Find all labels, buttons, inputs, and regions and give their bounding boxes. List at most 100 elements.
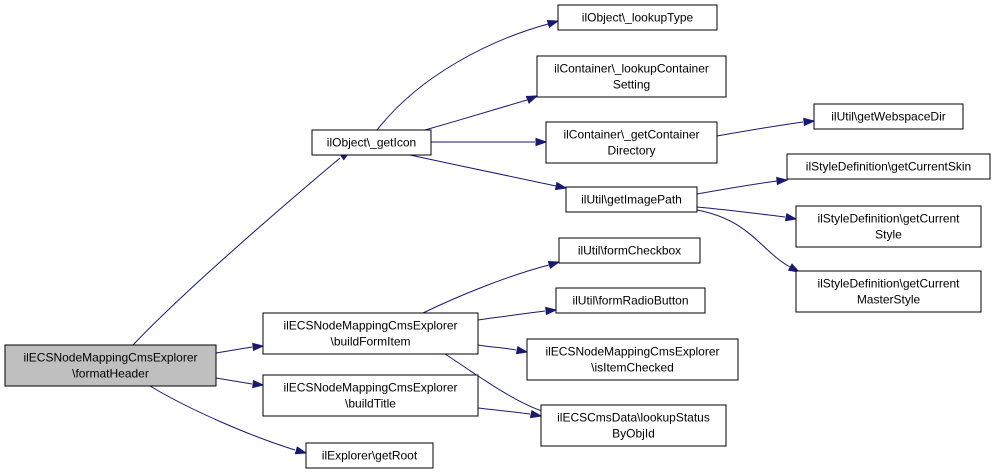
- node-label-line: ilUtil\formCheckbox: [578, 244, 681, 258]
- node-label-line: Style: [875, 228, 902, 242]
- node-box[interactable]: [565, 186, 698, 213]
- node-lookup-type[interactable]: ilObject\_lookupType: [557, 4, 718, 31]
- node-box[interactable]: [262, 312, 479, 355]
- node-label-line: ilECSNodeMappingCmsExplorer: [23, 351, 197, 365]
- node-label-line: ilUtil\getImagePath: [581, 193, 682, 207]
- node-label-line: ilStyleDefinition\getCurrent: [817, 277, 960, 291]
- edge-getImagePath-to-getCurrentStyle: [696, 206, 798, 222]
- node-box[interactable]: [557, 4, 718, 31]
- edge-getContainerDirectory-to-getWebspaceDir: [716, 117, 816, 137]
- edge-buildFormItem-to-formRadioButton: [477, 306, 558, 321]
- node-box[interactable]: [262, 374, 479, 417]
- node-label-line: Setting: [613, 78, 650, 92]
- node-box[interactable]: [795, 205, 982, 248]
- node-box[interactable]: [526, 338, 739, 381]
- edge-arrowhead: [525, 95, 539, 104]
- node-label-line: Directory: [607, 144, 655, 158]
- edge-line: [132, 157, 341, 346]
- node-box[interactable]: [4, 344, 217, 387]
- edge-getIcon-to-getImagePath: [409, 154, 568, 191]
- edge-line: [409, 154, 557, 187]
- node-is-item-checked[interactable]: ilECSNodeMappingCmsExplorer \isItemChecke…: [526, 338, 739, 381]
- edge-line: [477, 344, 517, 351]
- node-box[interactable]: [558, 237, 701, 264]
- node-label-line: ilStyleDefinition\getCurrentSkin: [806, 160, 971, 174]
- edge-arrowhead: [803, 117, 816, 127]
- node-root[interactable]: ilECSNodeMappingCmsExplorer \formatHeader: [4, 344, 217, 387]
- node-box[interactable]: [311, 129, 432, 156]
- node-box[interactable]: [305, 442, 434, 469]
- edge-line: [215, 377, 253, 385]
- node-build-title[interactable]: ilECSNodeMappingCmsExplorer \buildTitle: [262, 374, 479, 417]
- node-label-line: ilContainer\_lookupContainer: [554, 62, 709, 76]
- node-box[interactable]: [536, 55, 727, 98]
- node-form-checkbox[interactable]: ilUtil\formCheckbox: [558, 237, 701, 264]
- node-build-form-item[interactable]: ilECSNodeMappingCmsExplorer \buildFormIte…: [262, 312, 479, 355]
- edge-arrowhead: [535, 137, 548, 147]
- edge-line: [444, 353, 543, 412]
- node-box[interactable]: [795, 270, 982, 313]
- edge-arrowhead: [776, 176, 789, 186]
- edge-arrowhead: [252, 342, 265, 352]
- call-graph-edges: [132, 19, 816, 455]
- node-label-line: ilECSNodeMappingCmsExplorer: [283, 319, 457, 333]
- node-get-root[interactable]: ilExplorer\getRoot: [305, 442, 434, 469]
- node-label-line: \formatHeader: [72, 367, 149, 381]
- node-get-webspace-dir[interactable]: ilUtil\getWebspaceDir: [813, 103, 964, 130]
- edge-arrowhead: [294, 446, 308, 455]
- node-label-line: ilECSNodeMappingCmsExplorer: [545, 345, 719, 359]
- edge-buildFormItem-to-isItemChecked: [477, 344, 529, 355]
- edge-line: [696, 209, 791, 268]
- edge-getIcon-to-getContainerDirectory: [431, 137, 548, 147]
- node-box[interactable]: [545, 121, 718, 164]
- edge-root-to-buildFormItem: [215, 342, 265, 354]
- edge-arrowhead: [545, 306, 558, 316]
- node-label-line: ilECSNodeMappingCmsExplorer: [283, 381, 457, 395]
- edge-line: [477, 310, 546, 321]
- call-graph-nodes: ilECSNodeMappingCmsExplorer \formatHeader…: [4, 4, 991, 469]
- edge-line: [422, 264, 550, 314]
- edge-root-to-getRoot: [149, 385, 308, 455]
- edge-line: [696, 180, 778, 195]
- node-label-line: ilStyleDefinition\getCurrent: [817, 212, 960, 226]
- edge-getImagePath-to-getCurrentSkin: [696, 176, 789, 195]
- edge-line: [477, 407, 531, 415]
- node-label-line: MasterStyle: [857, 293, 921, 307]
- node-label-line: ilUtil\getWebspaceDir: [831, 110, 946, 124]
- edge-arrowhead: [546, 19, 560, 29]
- edge-line: [696, 206, 786, 218]
- node-get-icon[interactable]: ilObject\_getIcon: [311, 129, 432, 156]
- node-get-image-path[interactable]: ilUtil\getImagePath: [565, 186, 698, 213]
- edge-line: [215, 346, 253, 354]
- edge-line: [716, 121, 804, 137]
- edge-arrowhead: [547, 260, 561, 270]
- edge-arrowhead: [554, 181, 568, 191]
- node-box[interactable]: [813, 103, 964, 130]
- node-get-current-skin[interactable]: ilStyleDefinition\getCurrentSkin: [786, 153, 991, 180]
- node-label-line: \isItemChecked: [591, 361, 674, 375]
- edge-arrowhead: [787, 263, 801, 273]
- node-label-line: ilExplorer\getRoot: [322, 449, 418, 463]
- node-label-line: \buildTitle: [345, 397, 396, 411]
- node-box[interactable]: [540, 404, 727, 447]
- node-label-line: ByObjId: [612, 427, 655, 441]
- edge-buildFormItem-to-formCheckbox: [422, 260, 561, 314]
- edge-line: [376, 23, 549, 131]
- node-box[interactable]: [786, 153, 991, 180]
- edge-line: [424, 99, 528, 131]
- node-form-radio-button[interactable]: ilUtil\formRadioButton: [555, 287, 706, 314]
- node-box[interactable]: [555, 287, 706, 314]
- edge-getIcon-to-lookupContainerSetting: [424, 95, 539, 131]
- edge-buildTitle-to-lookupStatusByObjId: [477, 407, 543, 419]
- edge-arrowhead: [784, 213, 798, 222]
- node-label-line: ilObject\_lookupType: [582, 11, 694, 25]
- edge-getIcon-to-lookupType: [376, 19, 560, 131]
- node-label-line: \buildFormItem: [330, 335, 410, 349]
- edge-root-to-buildTitle: [215, 377, 265, 389]
